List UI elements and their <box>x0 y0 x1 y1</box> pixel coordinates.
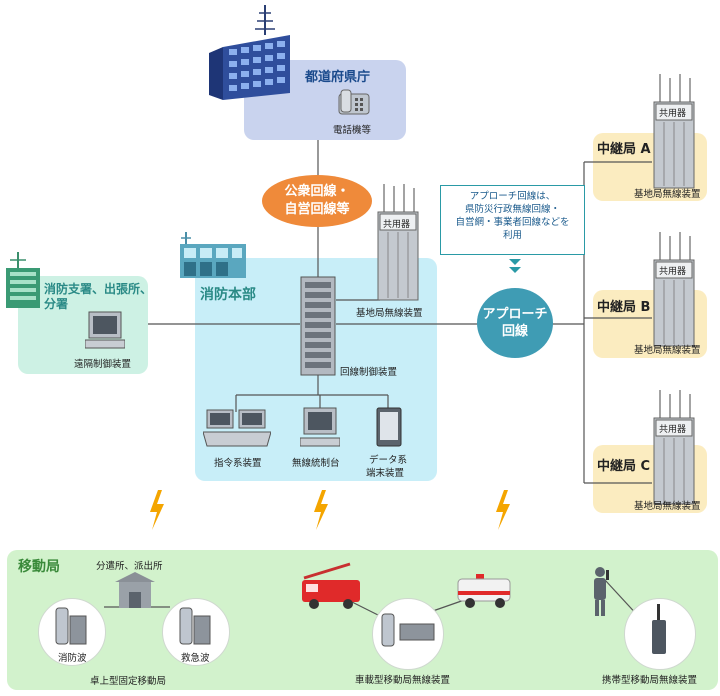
portable-radio-icon <box>652 604 666 654</box>
ambulance-icon <box>457 574 511 608</box>
data-terminal-label-2: 端末装置 <box>366 468 405 479</box>
relay-a-tower-icon <box>653 74 695 189</box>
person-with-radio-icon <box>594 567 609 616</box>
lightning-icon <box>496 490 510 530</box>
hq-building-icon <box>180 232 246 278</box>
prefecture-title: 都道府県庁 <box>305 70 371 85</box>
relay-c-tower-icon <box>653 390 695 505</box>
line-control-rack-icon <box>300 276 336 376</box>
radio-console-label: 無線統制台 <box>292 458 340 469</box>
prefecture-building-icon <box>209 5 290 100</box>
approach-note-line-2: 県防災行政無線回線・ <box>464 204 560 215</box>
telephone-icon <box>338 89 370 115</box>
approach-note-line-4: 利用 <box>502 230 522 241</box>
data-terminal-label-1: データ系 <box>369 455 408 466</box>
relay-b-shared-label: 共用器 <box>659 267 687 277</box>
fire-truck-icon <box>302 562 360 609</box>
down-arrow-icon <box>509 259 521 273</box>
relay-c-shared-label: 共用器 <box>659 425 687 435</box>
lightning-icon <box>150 490 164 530</box>
public-line-text-1: 公衆回線・ <box>284 184 350 199</box>
relay-b-title: 中継局 B <box>597 300 651 315</box>
hq-base-station-label: 基地局無線装置 <box>356 308 423 319</box>
relay-b-device-label: 基地局無線装置 <box>634 345 701 356</box>
command-system-label: 指令系装置 <box>214 458 262 469</box>
line-control-label: 回線制御装置 <box>340 367 398 378</box>
relay-c-device-label: 基地局無線装置 <box>634 501 701 512</box>
vehicle-radio-icon <box>381 613 435 647</box>
computer-icon <box>85 311 125 349</box>
relay-b-tower-icon <box>653 232 695 347</box>
relay-a-device-label: 基地局無線装置 <box>634 189 701 200</box>
public-line-bubble: 公衆回線・ 自営回線等 <box>262 175 372 227</box>
mobile-title: 移動局 <box>18 559 60 575</box>
relay-c-title: 中継局 C <box>597 459 651 474</box>
hq-shared-label: 共用器 <box>383 220 411 230</box>
public-line-text-2: 自営回線等 <box>284 202 350 217</box>
hq-base-station-icon <box>377 184 419 301</box>
branch-building-icon <box>6 252 40 308</box>
command-system-icon <box>203 409 271 447</box>
approach-note-line-1: アプローチ回線は、 <box>469 191 556 202</box>
relay-a-shared-label: 共用器 <box>659 109 687 119</box>
approach-note-box: アプローチ回線は、 県防災行政無線回線・ 自営網・事業者回線などを 利用 <box>440 185 585 255</box>
desktop-radio-icon <box>55 607 87 645</box>
branch-title-2: 分署 <box>44 297 69 311</box>
lightning-icon <box>314 490 328 530</box>
substation-label: 分遣所、派出所 <box>96 561 163 572</box>
radio-console-icon <box>300 407 340 447</box>
approach-text-2: 回線 <box>501 324 528 339</box>
approach-note-line-3: 自営網・事業者回線などを <box>455 217 570 228</box>
branch-title-1: 消防支署、出張所、 <box>44 282 153 296</box>
approach-line-bubble: アプローチ 回線 <box>477 288 553 358</box>
desktop-radio-icon <box>179 607 211 645</box>
fire-wave-label: 消防波 <box>58 653 87 664</box>
substation-building-icon <box>115 572 155 608</box>
vehicle-radio-label: 車載型移動局無線装置 <box>355 675 451 686</box>
approach-text-1: アプローチ <box>482 307 548 322</box>
data-terminal-icon <box>376 407 402 447</box>
fixed-mobile-label: 卓上型固定移動局 <box>90 676 167 687</box>
remote-control-label: 遠隔制御装置 <box>74 359 132 370</box>
hq-title: 消防本部 <box>200 287 256 303</box>
rescue-wave-label: 救急波 <box>181 653 210 664</box>
portable-radio-label: 携帯型移動局無線装置 <box>602 675 698 686</box>
telephone-label: 電話機等 <box>333 125 372 136</box>
relay-a-title: 中継局 A <box>597 142 651 157</box>
